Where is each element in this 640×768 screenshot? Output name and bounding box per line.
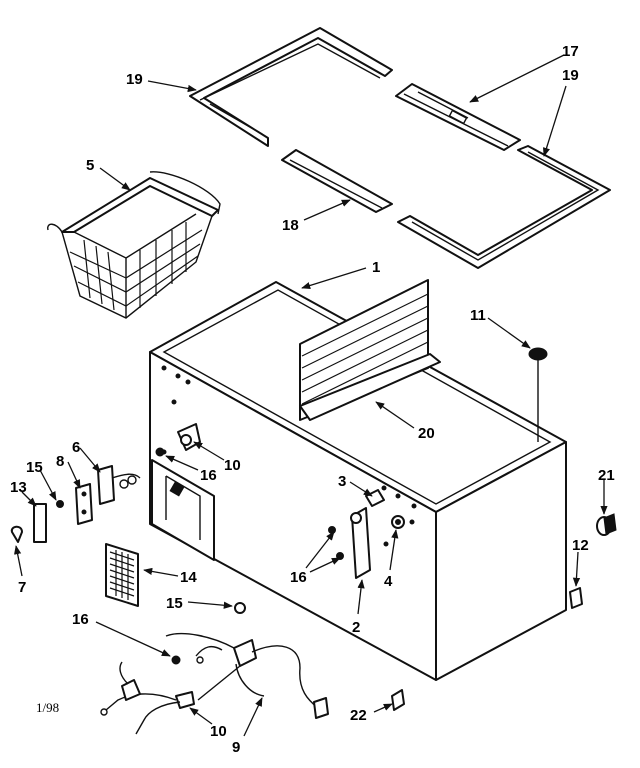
callout-3: 3 (338, 473, 346, 490)
callout-13: 13 (10, 479, 27, 496)
drain-plug (528, 347, 548, 442)
gasket-front-strip (281, 149, 393, 213)
callout-16-upper: 16 (200, 467, 217, 484)
callout-17: 17 (562, 43, 579, 60)
electrical-harness (100, 602, 329, 735)
callouts: 1 2 3 4 5 6 7 8 9 10 10 11 12 13 14 15 1… (10, 43, 615, 756)
callout-7: 7 (18, 579, 26, 596)
callout-16-middle: 16 (290, 569, 307, 586)
callout-10-lower: 10 (210, 723, 227, 740)
callout-11: 11 (470, 307, 486, 324)
callout-8: 8 (56, 453, 64, 470)
callout-5: 5 (86, 157, 94, 174)
callout-4: 4 (384, 573, 393, 590)
callout-12: 12 (572, 537, 589, 554)
gasket-rear-strip (395, 83, 521, 151)
callout-1: 1 (372, 259, 380, 276)
cabinet-side (435, 441, 567, 681)
callout-15-left: 15 (26, 459, 43, 476)
compressor-opening (151, 459, 215, 561)
date-code: 1/98 (36, 700, 59, 715)
callout-6: 6 (72, 439, 80, 456)
wire-basket (47, 171, 221, 319)
callout-20: 20 (418, 425, 435, 442)
left-small-parts (10, 465, 141, 543)
vent-grille (105, 543, 139, 607)
callout-21: 21 (598, 467, 615, 484)
callout-15-lower: 15 (166, 595, 183, 612)
callout-19-right: 19 (562, 67, 579, 84)
leader-lines (14, 54, 608, 737)
callout-9: 9 (232, 739, 240, 756)
callout-19-left: 19 (126, 71, 143, 88)
callout-18: 18 (282, 217, 299, 234)
callout-14: 14 (180, 569, 197, 586)
callout-2: 2 (352, 619, 360, 636)
gasket-corner-front-right (397, 145, 611, 269)
callout-22: 22 (350, 707, 367, 724)
right-small-parts (391, 513, 617, 711)
callout-10-upper: 10 (224, 457, 241, 474)
lid-gasket-frame (189, 27, 611, 269)
gasket-corner-back-left (189, 27, 393, 147)
divider-panel (299, 279, 441, 421)
callout-16-lower: 16 (72, 611, 89, 628)
